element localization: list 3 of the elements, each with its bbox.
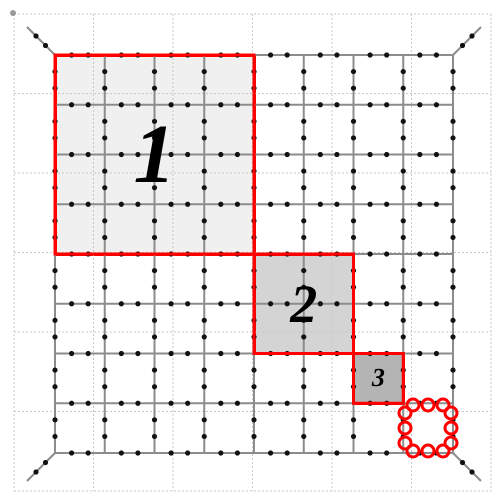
region-number: 2 [290,276,318,331]
region-number: 3 [372,365,385,392]
region-number: 1 [134,112,176,196]
